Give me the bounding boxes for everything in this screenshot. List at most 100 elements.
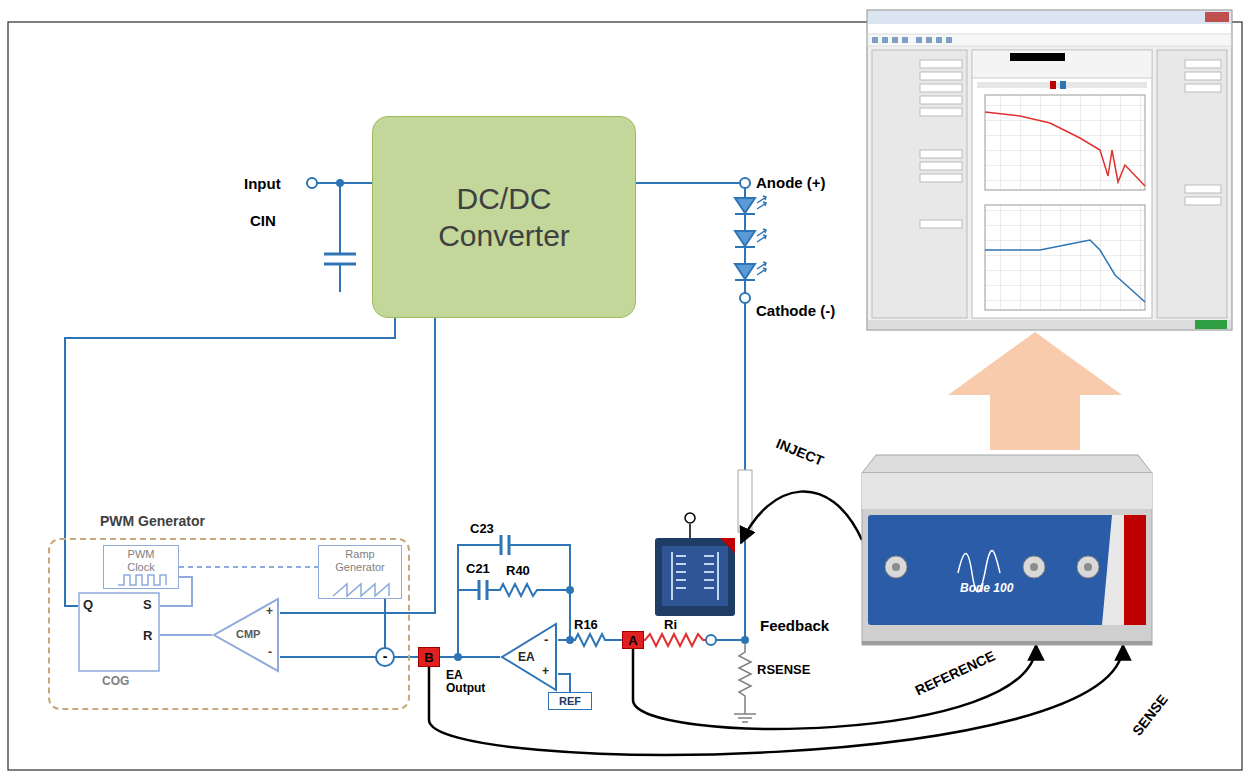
shape-part: [214, 599, 278, 671]
schematic-label: EA Output: [446, 669, 490, 695]
led-string-part: [632, 182, 740, 184]
schematic-label: R40: [506, 563, 530, 578]
pwm-wiring-part: [384, 599, 386, 648]
text-holder: Ramp Generator: [319, 546, 401, 573]
led-string-part: [744, 532, 746, 640]
software-screenshot-part-part: [920, 220, 962, 228]
connector: [633, 645, 1036, 729]
flip-flop-block: QSRCOG: [78, 592, 160, 692]
converter-box: DC/DC Converter: [372, 116, 636, 318]
reference-box: REF: [548, 692, 592, 710]
pwm-generator-group: PWM GeneratorPWM Clock Ramp GeneratorQSRC…: [48, 513, 410, 710]
sense-resistor-part: [742, 721, 748, 723]
text-holder: PWM Clock: [104, 546, 178, 573]
led-string-part-part: [757, 229, 766, 242]
inject-arrow-part: [741, 492, 862, 543]
node-text: A: [628, 634, 637, 647]
schematic-label: C21: [466, 561, 490, 576]
software-screenshot-part: [868, 34, 1231, 46]
schematic-label: R16: [574, 617, 598, 632]
node-text: Q: [83, 597, 93, 612]
sense-resistor: [734, 643, 756, 722]
pwm-wiring-part: [376, 648, 394, 666]
led-string-part-part: [757, 262, 766, 275]
node-text: PWM Generator: [100, 513, 205, 529]
shape-part: [1077, 556, 1099, 578]
schematic-label: CIN: [250, 212, 276, 229]
software-screenshot-part-part: [1185, 197, 1221, 205]
injection-transformer: [655, 513, 735, 616]
injection-transformer-part: [689, 524, 691, 538]
shape-part: [333, 584, 389, 596]
pwm-wiring-part: [65, 318, 395, 606]
feedback-wiring-part: [500, 535, 503, 555]
led-string-part-part: [735, 264, 755, 279]
software-screenshot-part: [872, 50, 967, 318]
error-amplifier-symbol: EA-+: [500, 622, 558, 692]
input-wiring-part: [317, 182, 372, 184]
injection-transformer-part: [685, 513, 695, 523]
led-string-part: [738, 470, 752, 532]
probe-point-marker: B: [418, 647, 440, 667]
node-text: -: [544, 632, 548, 647]
schematic-label: INJECT: [772, 435, 828, 470]
feedback-wiring-part: [487, 584, 570, 596]
software-screenshot-part-part: [946, 37, 952, 43]
connector: [440, 656, 500, 658]
software-screenshot-part-part: [902, 37, 908, 43]
software-screenshot-part: [985, 112, 1145, 186]
software-screenshot-part-part: [872, 37, 878, 43]
schematic-label: Feedback: [760, 617, 829, 634]
node-text: CMP: [236, 628, 260, 640]
feedback-wiring-part: [567, 587, 573, 593]
connector-label: SENSE: [1128, 690, 1172, 740]
software-screenshot-part-part: [892, 37, 898, 43]
ramp-generator-block: Ramp Generator: [318, 545, 402, 599]
injection-transformer-part: [655, 538, 735, 616]
software-screenshot-part: [1195, 320, 1227, 329]
schematic-label: Ri: [664, 617, 677, 632]
node-text: R: [143, 628, 152, 643]
shape-part: [868, 515, 1146, 625]
shape-part: [502, 624, 556, 690]
display-arrow: [948, 332, 1122, 450]
pwm-clock-block: PWM Clock: [103, 545, 179, 589]
software-screenshot-part: [1050, 81, 1056, 89]
shape-part: [1084, 563, 1092, 571]
connector: [429, 645, 1123, 755]
schematic-label: -: [379, 648, 391, 664]
pwm-wiring-part: [280, 318, 435, 613]
feedback-wiring-part: [458, 589, 479, 591]
node-text: +: [266, 604, 273, 618]
pwm-wiring-part: [280, 656, 376, 658]
shape-part: [79, 593, 159, 671]
shape-part: [118, 575, 166, 585]
software-screenshot-part: [867, 10, 1232, 330]
node-text: Ramp Generator: [330, 548, 390, 573]
led-string: [632, 178, 766, 643]
probe-point-marker: A: [622, 631, 644, 649]
software-screenshot-part: [1157, 50, 1227, 318]
led-string-part: [740, 178, 750, 188]
feedback-wiring-part: [458, 545, 501, 657]
connector: [179, 566, 318, 568]
software-screenshot-part: [972, 50, 1152, 318]
software-screenshot-part-part: [1185, 72, 1221, 80]
feedback-wiring-part: [567, 637, 573, 643]
shape-part: [862, 473, 1152, 645]
shape-part: [862, 641, 1152, 645]
software-screenshot-part: [985, 240, 1145, 302]
node-text: PWM Clock: [121, 548, 161, 573]
node-text: EA: [518, 650, 535, 664]
input-wiring-part: [307, 178, 317, 188]
schematic-label: RSENSE: [757, 662, 810, 677]
text-holder: B: [419, 648, 439, 666]
software-screenshot-part: [977, 82, 1147, 88]
schematic-label: C23: [470, 521, 494, 536]
software-screenshot-part-part: [936, 37, 942, 43]
shape-part: [892, 563, 900, 571]
led-string-part: [735, 198, 755, 280]
led-string-part-part: [757, 196, 766, 209]
software-screenshot-part-part: [920, 174, 962, 182]
